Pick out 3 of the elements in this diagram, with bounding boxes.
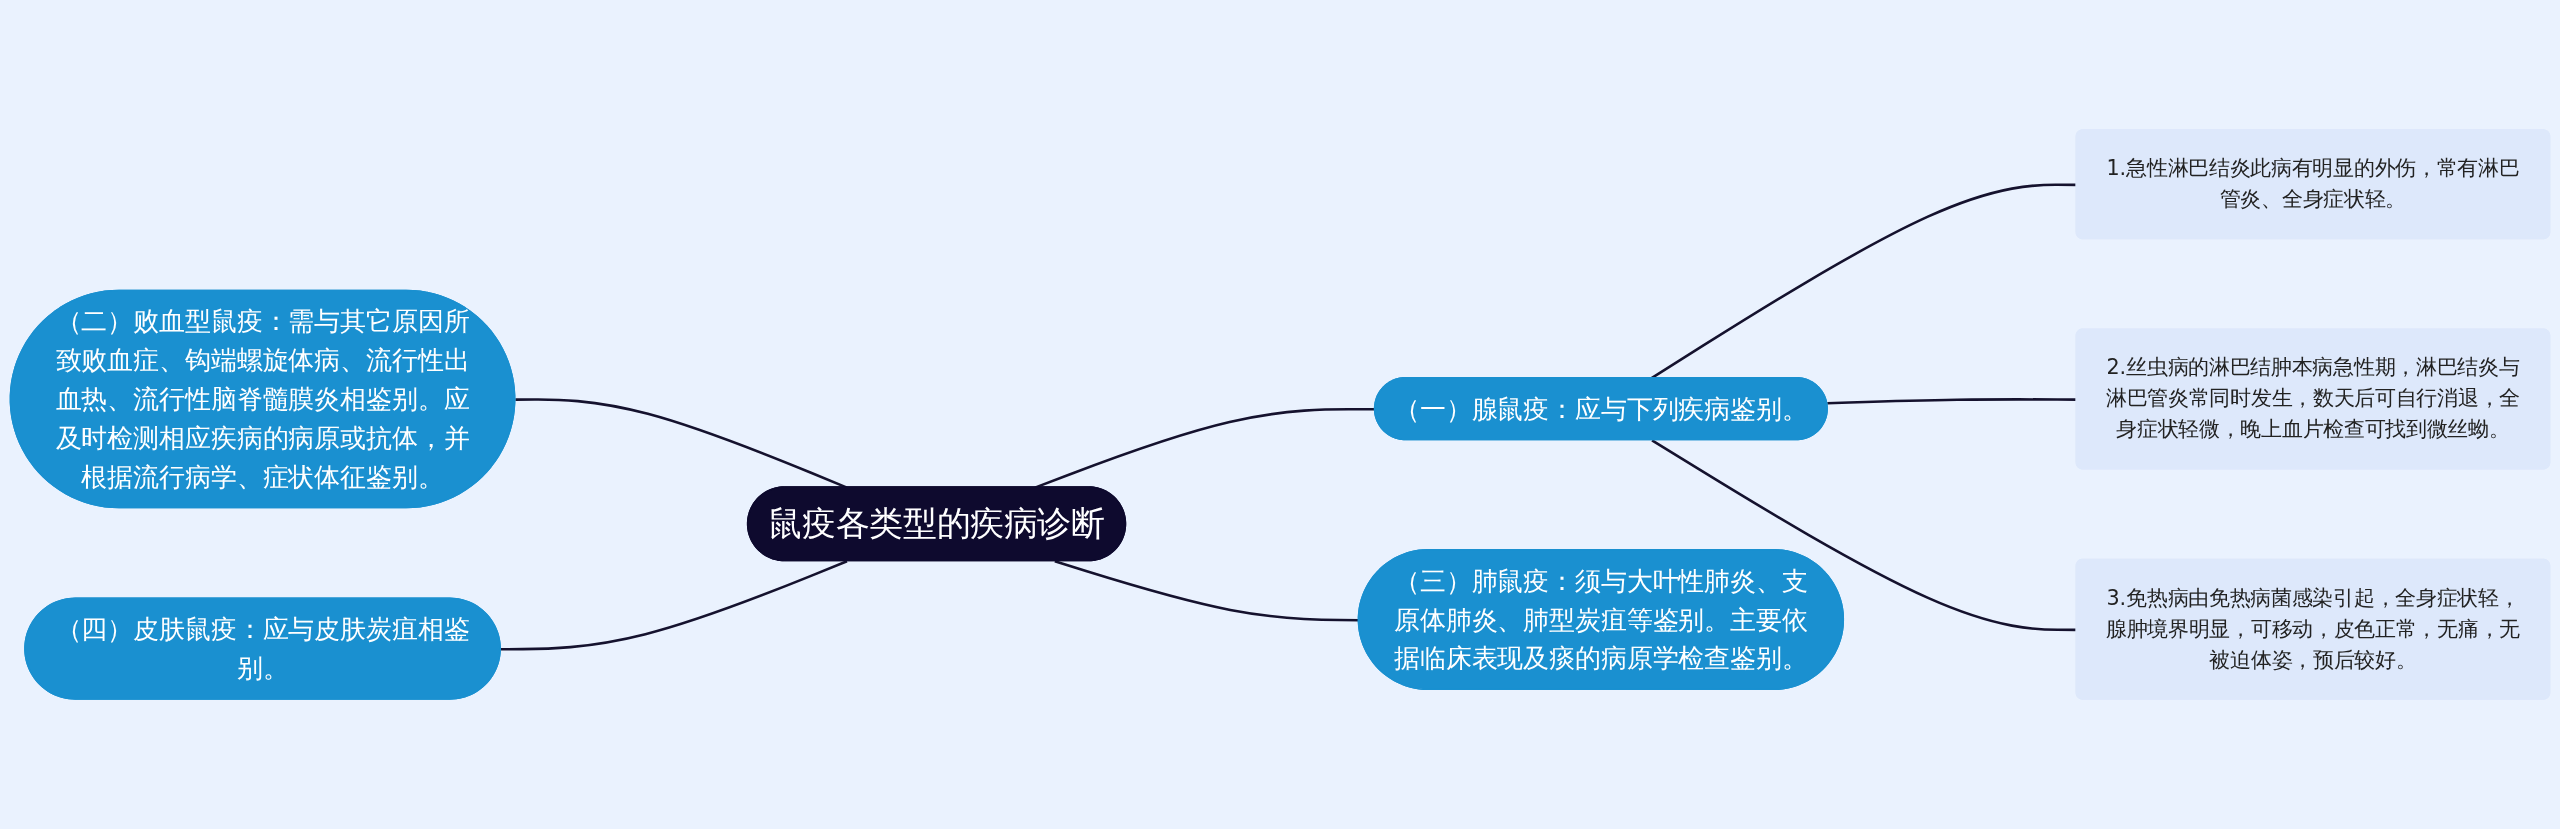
connector	[1651, 439, 2077, 632]
connector	[1827, 398, 2077, 405]
connector	[500, 560, 848, 651]
